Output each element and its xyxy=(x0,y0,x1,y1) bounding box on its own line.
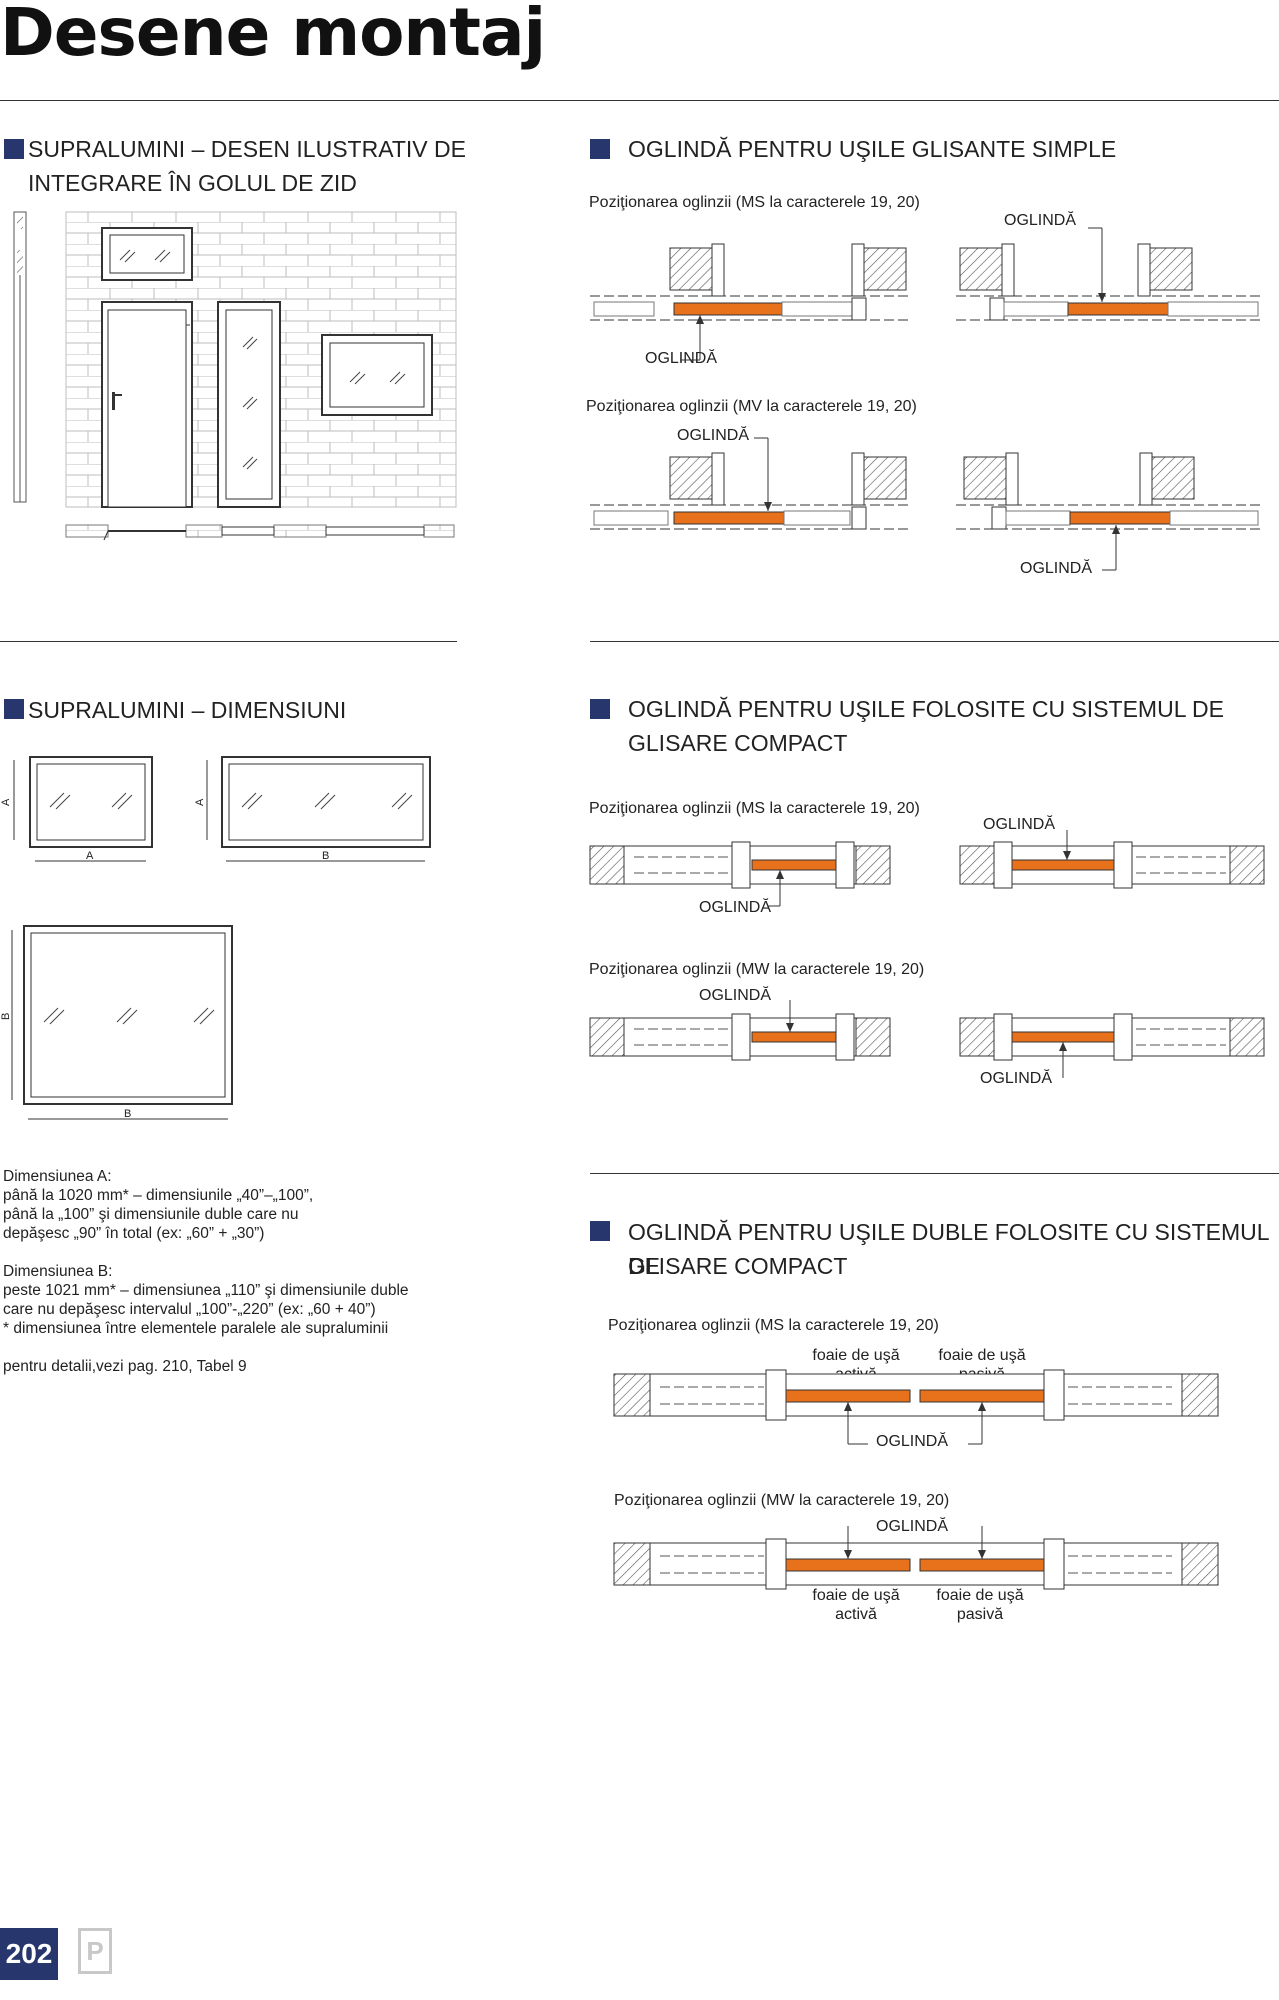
dim-label: A xyxy=(0,798,12,806)
mirror-label: OGLINDĂ xyxy=(1020,560,1093,577)
header-divider xyxy=(0,100,1279,101)
dim-label: B xyxy=(124,1108,131,1120)
page-number: 202 xyxy=(0,1928,58,1980)
section-heading: INTEGRARE ÎN GOLUL DE ZID xyxy=(28,170,357,196)
mirror-label: OGLINDĂ xyxy=(699,899,772,916)
caption-ms: Poziţionarea oglinzii (MS la caracterele… xyxy=(589,194,920,211)
mirror-label: OGLINDĂ xyxy=(980,1070,1053,1087)
section-marker xyxy=(590,139,610,159)
section-heading: SUPRALUMINI – DIMENSIUNI xyxy=(28,697,347,723)
section-heading: OGLINDĂ PENTRU UŞILE DUBLE FOLOSITE CU S… xyxy=(628,1219,1269,1279)
section-marker xyxy=(4,139,24,159)
mirror-label: OGLINDĂ xyxy=(699,987,772,1004)
transom-dimensions-drawing: A A A B B B xyxy=(0,756,431,1120)
mirror-label: OGLINDĂ xyxy=(645,350,718,367)
caption-mv: Poziţionarea oglinzii (MV la caracterele… xyxy=(586,398,917,415)
mirror-label: OGLINDĂ xyxy=(876,1433,949,1450)
compact-sliding-plan-drawings xyxy=(589,830,1265,1078)
mirror-label: OGLINDĂ xyxy=(983,816,1056,833)
caption-mw: Poziţionarea oglinzii (MW la caracterele… xyxy=(614,1492,950,1509)
dim-label: A xyxy=(194,798,206,806)
section-divider xyxy=(0,641,457,642)
page-title: Desene montaj xyxy=(0,0,546,71)
dimension-notes: Dimensiunea A: până la 1020 mm* – dimens… xyxy=(3,1168,409,1375)
sliding-door-plan-drawings xyxy=(590,227,1262,571)
section-divider xyxy=(590,1173,1279,1174)
dim-label: B xyxy=(0,1013,12,1020)
section-heading: SUPRALUMINI – DESEN ILUSTRATIV DE xyxy=(28,136,466,162)
section-marker xyxy=(590,699,610,719)
section-heading: GLISARE COMPACT xyxy=(628,1253,848,1279)
section-heading: OGLINDĂ PENTRU UŞILE FOLOSITE CU SISTEMU… xyxy=(628,696,1224,722)
mirror-label: OGLINDĂ xyxy=(677,427,750,444)
mirror-label: OGLINDĂ xyxy=(876,1518,949,1535)
section-marker xyxy=(4,699,24,719)
caption-ms: Poziţionarea oglinzii (MS la caracterele… xyxy=(589,800,920,817)
mirror-label: OGLINDĂ xyxy=(1004,212,1077,229)
dim-label: B xyxy=(322,850,329,862)
wall-integration-drawing xyxy=(13,211,457,541)
double-compact-plan-drawings xyxy=(613,1369,1219,1590)
caption-mw: Poziţionarea oglinzii (MW la caracterele… xyxy=(589,961,925,978)
section-marker xyxy=(590,1221,610,1241)
section-heading: GLISARE COMPACT xyxy=(628,730,848,756)
section-heading: OGLINDĂ PENTRU UŞILE GLISANTE SIMPLE xyxy=(628,136,1117,162)
section-divider xyxy=(590,641,1279,642)
caption-ms: Poziţionarea oglinzii (MS la caracterele… xyxy=(608,1317,939,1334)
dim-label: A xyxy=(86,850,94,862)
brand-logo: P xyxy=(78,1928,112,1974)
